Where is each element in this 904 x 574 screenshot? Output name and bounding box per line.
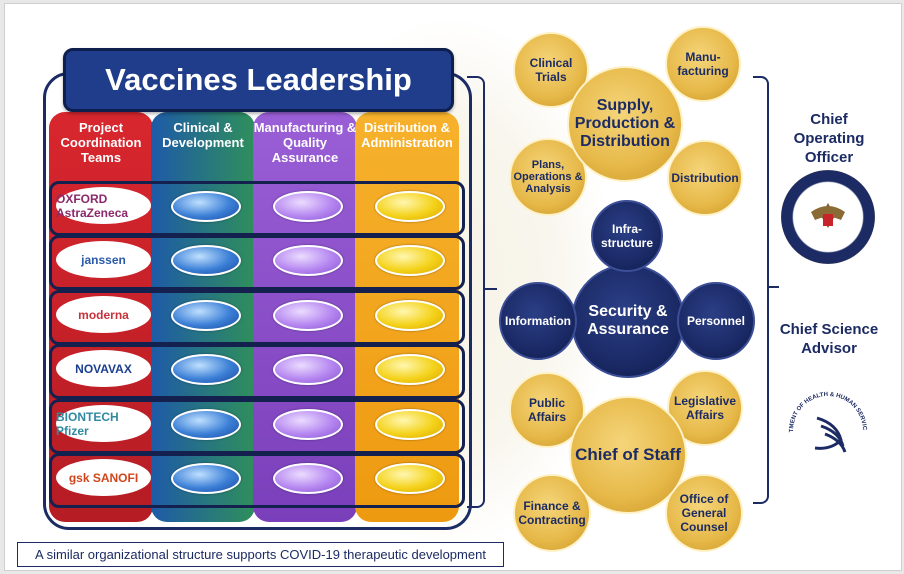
caption: A similar organizational structure suppo…	[17, 542, 504, 567]
circle-finance-contracting: Finance & Contracting	[513, 474, 591, 552]
circle-manufacturing: Manu-facturing	[665, 26, 741, 102]
role-chief-science-advisor: Chief Science Advisor	[779, 321, 879, 357]
status-oval-blue	[171, 463, 241, 494]
status-oval-purple	[273, 409, 343, 440]
column-header: Clinical & Development	[162, 120, 244, 150]
status-oval-yellow	[375, 245, 445, 276]
dod-seal-text-bottom: UNITED STATES OF AMERICA	[799, 228, 857, 252]
circle-plans-operations: Plans, Operations & Analysis	[509, 138, 587, 216]
status-oval-purple	[273, 300, 343, 331]
status-oval-blue	[171, 300, 241, 331]
hhs-seal-text: DEPARTMENT OF HEALTH & HUMAN SERVICES·US…	[779, 380, 867, 432]
company-logo: NOVAVAX	[56, 350, 151, 387]
column-header: Distribution & Administration	[361, 120, 453, 150]
status-oval-yellow	[375, 191, 445, 222]
slide: Project Coordination Teams Clinical & De…	[4, 3, 902, 571]
company-logo: gsk SANOFI	[56, 459, 151, 496]
circle-distribution: Distribution	[667, 140, 743, 216]
dod-seal-icon: DEPARTMENT OF DEFENSE UNITED STATES OF A…	[781, 170, 875, 264]
status-oval-purple	[273, 245, 343, 276]
status-oval-purple	[273, 191, 343, 222]
company-row	[49, 344, 465, 399]
status-oval-yellow	[375, 300, 445, 331]
company-logo: BIONTECH Pfizer	[56, 405, 151, 442]
circle-legislative-affairs: Legislative Affairs	[667, 370, 743, 446]
company-row	[49, 453, 465, 508]
status-oval-blue	[171, 245, 241, 276]
circle-security-assurance: Security & Assurance	[571, 264, 685, 378]
circle-chief-of-staff: Chief of Staff	[569, 396, 687, 514]
roles-bracket-tick	[767, 286, 779, 288]
svg-text:DEPARTMENT OF HEALTH & HUMAN S: DEPARTMENT OF HEALTH & HUMAN SERVICES·US…	[781, 384, 867, 432]
status-oval-yellow	[375, 409, 445, 440]
company-logo: janssen	[56, 241, 151, 278]
circle-public-affairs: Public Affairs	[509, 372, 585, 448]
company-row	[49, 290, 465, 345]
circle-general-counsel: Office of General Counsel	[665, 474, 743, 552]
company-row	[49, 399, 465, 454]
circle-supply-production: Supply, Production & Distribution	[567, 66, 683, 182]
company-logo: OXFORD AstraZeneca	[56, 187, 151, 224]
hhs-seal-icon: DEPARTMENT OF HEALTH & HUMAN SERVICES·US…	[779, 380, 875, 478]
circle-information: Information	[499, 282, 577, 360]
circle-personnel: Personnel	[677, 282, 755, 360]
role-chief-operating-officer: Chief Operating Officer	[793, 111, 865, 166]
status-oval-blue	[171, 409, 241, 440]
connector-bracket	[467, 76, 485, 508]
status-oval-blue	[171, 191, 241, 222]
circle-infrastructure: Infra-structure	[591, 200, 663, 272]
status-oval-purple	[273, 354, 343, 385]
connector-tick	[483, 288, 497, 290]
status-oval-yellow	[375, 463, 445, 494]
company-row	[49, 235, 465, 290]
company-row	[49, 181, 465, 236]
status-oval-yellow	[375, 354, 445, 385]
column-header: Manufacturing & Quality Assurance	[253, 120, 357, 165]
status-oval-blue	[171, 354, 241, 385]
status-oval-purple	[273, 463, 343, 494]
svg-text:UNITED STATES OF AMERICA: UNITED STATES OF AMERICA	[799, 228, 857, 252]
page-title: Vaccines Leadership	[63, 48, 454, 112]
column-header: Project Coordination Teams	[60, 120, 142, 165]
company-logo: moderna	[56, 296, 151, 333]
roles-bracket	[753, 76, 769, 504]
